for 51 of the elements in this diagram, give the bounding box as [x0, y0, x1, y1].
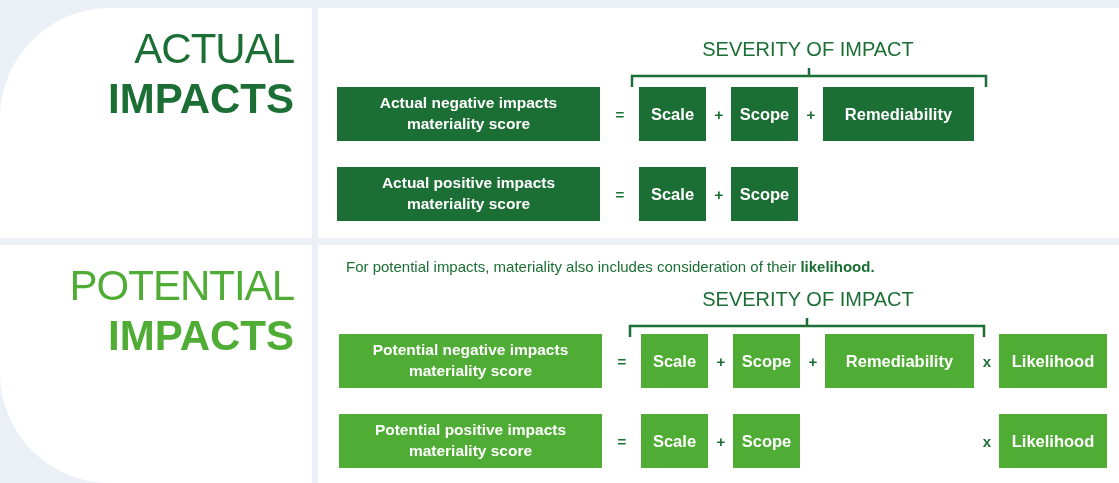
term-box: [825, 334, 974, 388]
term-box: [731, 167, 798, 221]
operator-sign: +: [714, 185, 724, 203]
term-text: Likelihood: [1011, 350, 1095, 372]
term-text: Scope: [739, 183, 790, 205]
bracket-label: SEVERITY OF IMPACT: [702, 38, 914, 61]
operator-sign: =: [615, 105, 625, 123]
term-box: [733, 334, 800, 388]
term-text: Potential negative impacts materiality score: [371, 340, 570, 381]
term-box: [823, 87, 974, 141]
section-heading: IMPACTS: [108, 311, 294, 361]
term-text: Scope: [739, 103, 790, 125]
term-box: [999, 334, 1107, 388]
term-box: [641, 414, 708, 468]
term-box: [339, 334, 602, 388]
term-box: [641, 334, 708, 388]
term-text: Actual negative impacts materiality score: [378, 93, 559, 134]
term-text: Scale: [652, 430, 697, 452]
term-box: [731, 87, 798, 141]
section-heading: POTENTIAL: [69, 261, 294, 311]
term-text: Scope: [741, 350, 792, 372]
term-text: Scale: [650, 103, 695, 125]
term-box: [337, 87, 600, 141]
term-text: Scale: [652, 350, 697, 372]
term-box: [337, 167, 600, 221]
term-text: Scale: [650, 183, 695, 205]
operator-sign: =: [615, 185, 625, 203]
operator-sign: =: [617, 352, 627, 370]
term-box: [339, 414, 602, 468]
term-box: [999, 414, 1107, 468]
section-heading: IMPACTS: [108, 74, 294, 124]
term-box: [639, 167, 706, 221]
term-text: Likelihood: [1011, 430, 1095, 452]
term-box: [639, 87, 706, 141]
term-text: Remediability: [844, 103, 953, 125]
operator-sign: +: [714, 105, 724, 123]
section-heading: ACTUAL: [134, 24, 294, 74]
note-text: For potential impacts, materiality also includes consideration of their likelihood.: [346, 258, 875, 275]
term-text: Actual positive impacts materiality score: [380, 173, 557, 214]
operator-sign: +: [806, 105, 816, 123]
term-text: Potential positive impacts materiality score: [373, 420, 568, 461]
operator-sign: x: [982, 432, 992, 450]
operator-sign: +: [716, 352, 726, 370]
term-text: Scope: [741, 430, 792, 452]
operator-sign: +: [716, 432, 726, 450]
bracket-label: SEVERITY OF IMPACT: [702, 288, 914, 311]
operator-sign: =: [617, 432, 627, 450]
operator-sign: x: [982, 352, 992, 370]
operator-sign: +: [808, 352, 818, 370]
term-box: [733, 414, 800, 468]
term-text: Remediability: [845, 350, 954, 372]
